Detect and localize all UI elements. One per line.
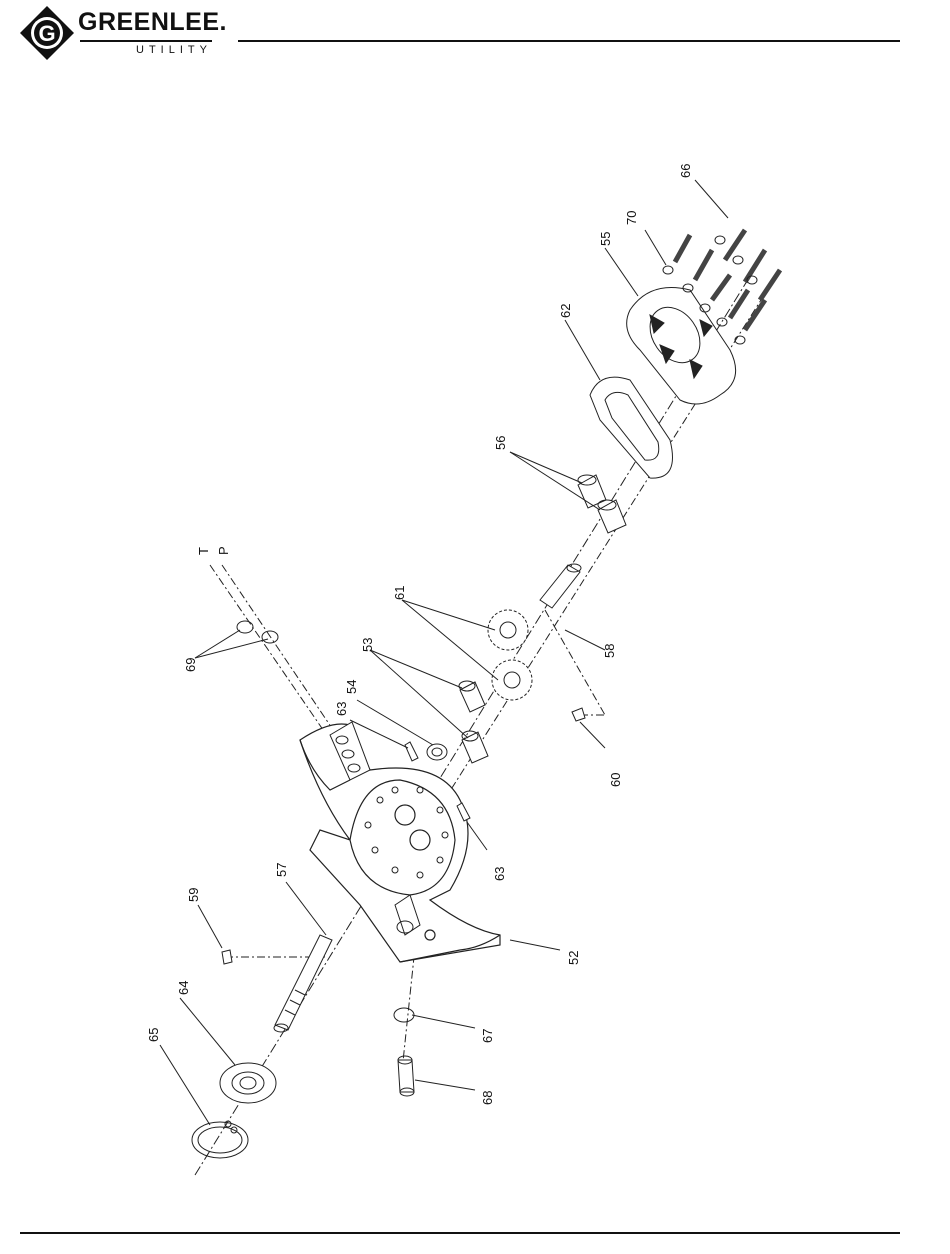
bushings-53 (459, 681, 488, 763)
end-cover (627, 288, 736, 405)
o-ring-67 (394, 1008, 414, 1022)
port-label-t: T (196, 547, 211, 555)
gears-61 (488, 610, 532, 700)
callout-57: 57 (274, 863, 289, 877)
shaft-seal (427, 744, 447, 760)
callout-66: 66 (678, 164, 693, 178)
ball-bearing (220, 1063, 276, 1103)
callout-63b: 63 (492, 867, 507, 881)
set-screw (572, 708, 585, 721)
callout-70: 70 (624, 211, 639, 225)
gasket (590, 377, 673, 478)
callout-67: 67 (480, 1029, 495, 1043)
callout-64: 64 (176, 981, 191, 995)
callout-labels: T P 69 63 54 53 61 56 62 55 70 66 58 60 … (146, 164, 693, 1105)
footer-rule (20, 1232, 900, 1234)
bushings-56 (578, 475, 626, 533)
port-t-line (210, 565, 330, 740)
dowel-pin-upper (405, 742, 418, 761)
callout-60: 60 (608, 773, 623, 787)
callout-68: 68 (480, 1091, 495, 1105)
callout-58: 58 (602, 644, 617, 658)
callout-52: 52 (566, 951, 581, 965)
callout-53: 53 (360, 638, 375, 652)
callout-59: 59 (186, 888, 201, 902)
callout-54: 54 (344, 680, 359, 694)
port-label-p: P (216, 546, 231, 555)
retaining-ring (192, 1121, 248, 1158)
pin-axis-line (545, 610, 605, 715)
drive-shaft (274, 935, 332, 1032)
callout-65: 65 (146, 1028, 161, 1042)
o-ring-69a (237, 621, 253, 633)
callout-61: 61 (392, 586, 407, 600)
port-plug (398, 1056, 414, 1096)
main-axis-line (195, 260, 760, 1175)
callout-55: 55 (598, 232, 613, 246)
callout-56: 56 (493, 436, 508, 450)
idler-pin (540, 564, 581, 608)
shaft-key (222, 950, 232, 964)
callout-63a: 63 (334, 702, 349, 716)
callout-62: 62 (558, 304, 573, 318)
callout-69: 69 (183, 658, 198, 672)
